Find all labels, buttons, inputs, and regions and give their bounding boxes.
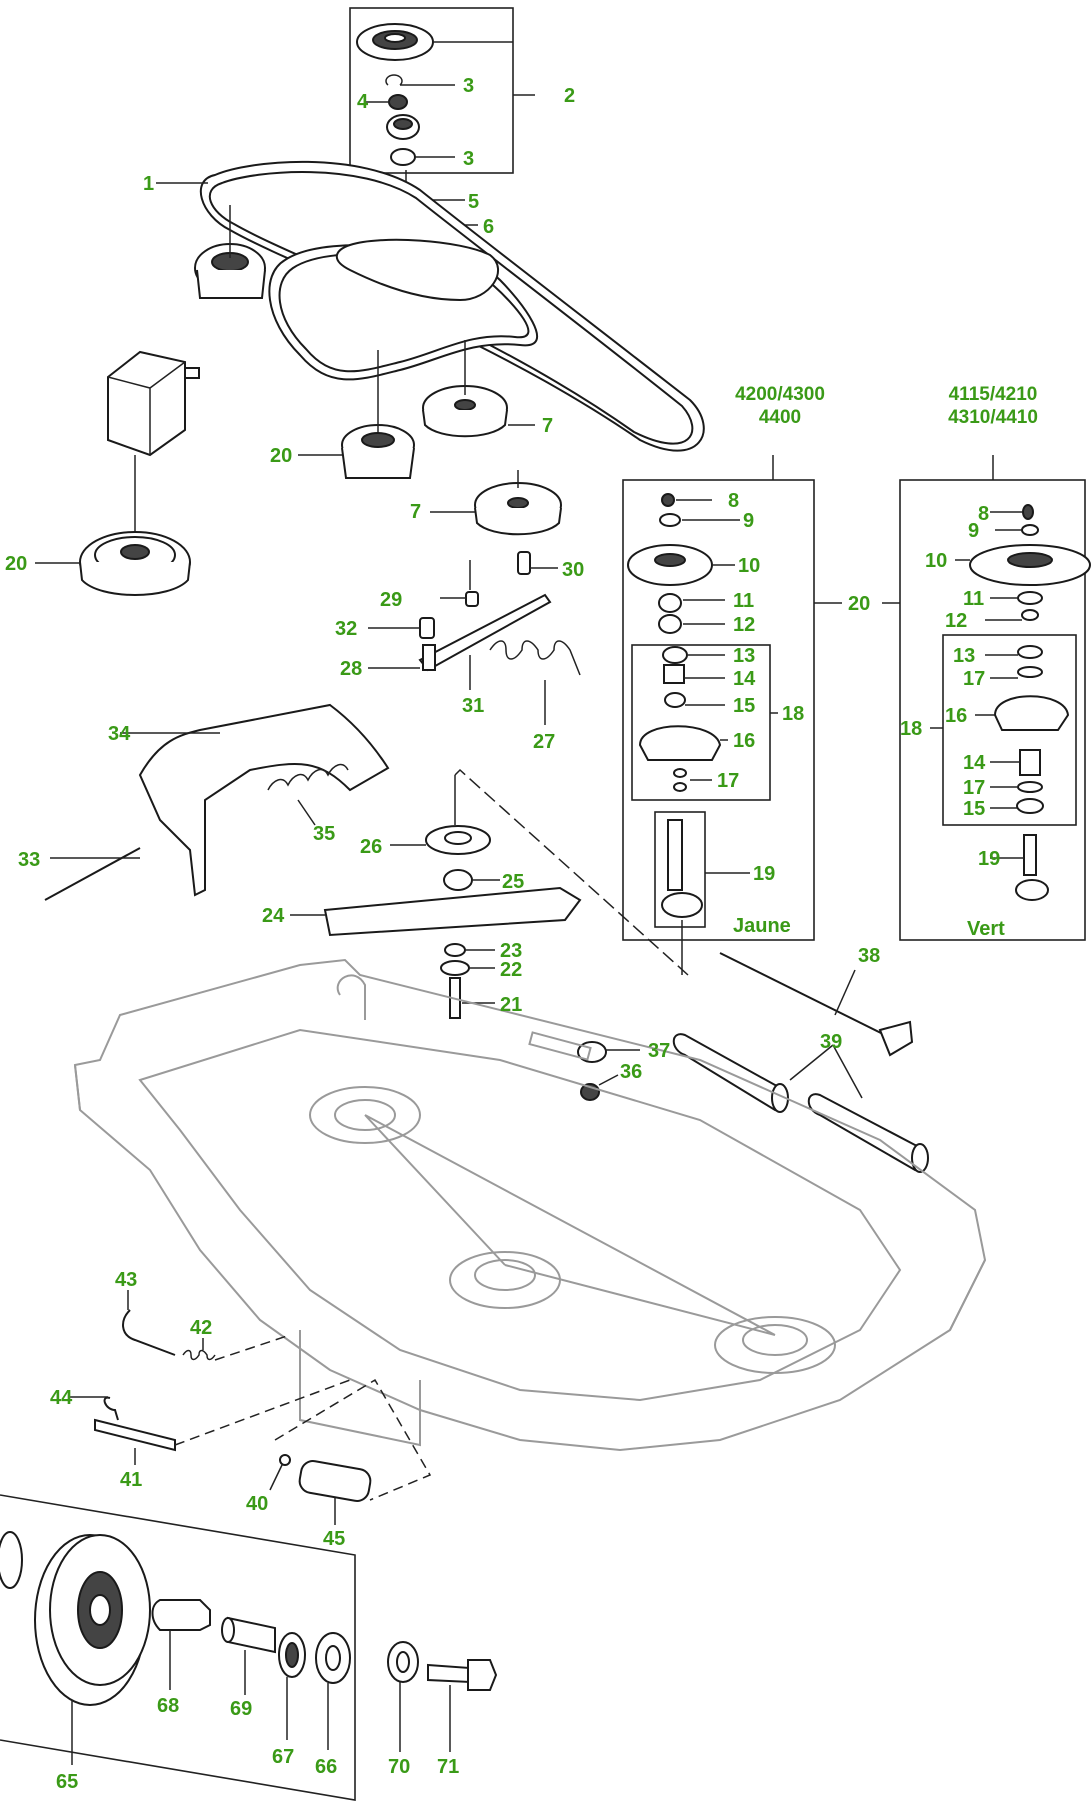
callout-5: 5	[468, 191, 479, 213]
callout-labels: 4200/4300 4400 4115/4210 4310/4410 Jaune…	[5, 75, 1038, 1793]
callout-a17: 17	[717, 770, 739, 792]
callout-25: 25	[502, 871, 524, 893]
callout-35: 35	[313, 823, 335, 845]
callout-b13: 13	[953, 645, 975, 667]
callout-a16: 16	[733, 730, 755, 752]
callout-b12: 12	[945, 610, 967, 632]
callout-21: 21	[500, 994, 522, 1016]
callout-b19: 19	[978, 848, 1000, 870]
callout-69: 69	[230, 1698, 252, 1720]
callout-36: 36	[620, 1061, 642, 1083]
callout-4: 4	[357, 91, 369, 113]
group-b-header-line1: 4115/4210	[949, 384, 1038, 405]
callout-b14: 14	[963, 752, 986, 774]
callout-43: 43	[115, 1269, 137, 1291]
callout-b11: 11	[963, 588, 984, 610]
callout-7b: 7	[410, 501, 421, 523]
callout-20c: 20	[848, 593, 870, 615]
callout-a18: 18	[782, 703, 804, 725]
callout-28: 28	[340, 658, 362, 680]
callout-27: 27	[533, 731, 555, 753]
gearbox	[107, 350, 200, 540]
idler-arm	[368, 560, 581, 725]
callout-3b: 3	[463, 148, 474, 170]
spindle-assembly-a	[622, 455, 900, 975]
callout-20b: 20	[5, 553, 27, 575]
drive-belts	[156, 160, 705, 452]
callout-70: 70	[388, 1756, 410, 1778]
callout-24: 24	[262, 905, 285, 927]
idler-pulley-left	[194, 205, 266, 299]
callout-a11: 11	[733, 590, 754, 612]
callout-b16: 16	[945, 705, 967, 727]
lift-linkage	[70, 1290, 432, 1525]
callout-42: 42	[190, 1317, 212, 1339]
group-a-color-note: Jaune	[733, 915, 791, 937]
group-a-header-line1: 4200/4300	[735, 384, 825, 405]
callout-23: 23	[500, 940, 522, 962]
callout-a14: 14	[733, 668, 756, 690]
callout-6: 6	[483, 216, 494, 238]
callout-32: 32	[335, 618, 357, 640]
callout-41: 41	[120, 1469, 142, 1491]
group-b-color-note: Vert	[967, 918, 1005, 940]
callout-65: 65	[56, 1771, 78, 1793]
callout-b18: 18	[900, 718, 922, 740]
callout-29: 29	[380, 589, 402, 611]
callout-a8: 8	[728, 490, 739, 512]
idler-pulley-7-lower	[430, 470, 562, 575]
callout-44: 44	[50, 1387, 73, 1409]
gearbox-pulley	[35, 531, 191, 596]
callout-31: 31	[462, 695, 484, 717]
callout-a13: 13	[733, 645, 755, 667]
callout-45: 45	[323, 1528, 345, 1550]
blade-assembly	[290, 768, 689, 1019]
callout-33: 33	[18, 849, 40, 871]
idler-pulley-7-upper	[422, 340, 535, 438]
callout-66: 66	[315, 1756, 337, 1778]
callout-68: 68	[157, 1695, 179, 1717]
callout-37: 37	[648, 1040, 670, 1062]
callout-38: 38	[858, 945, 880, 967]
callout-1: 1	[143, 173, 154, 195]
callout-b8: 8	[978, 503, 989, 525]
callout-26: 26	[360, 836, 382, 858]
callout-b17a: 17	[963, 668, 985, 690]
gauge-wheel-kit	[0, 1494, 498, 1801]
mower-deck	[73, 958, 987, 1452]
callout-a9: 9	[743, 510, 754, 532]
group-b-header-line2: 4310/4410	[948, 407, 1038, 428]
callout-39: 39	[820, 1031, 842, 1053]
callout-20a: 20	[270, 445, 292, 467]
spindle-assembly-b	[899, 455, 1091, 941]
callout-67: 67	[272, 1746, 294, 1768]
callout-3a: 3	[463, 75, 474, 97]
callout-b9: 9	[968, 520, 979, 542]
callout-b10: 10	[925, 550, 947, 572]
callout-40: 40	[246, 1493, 268, 1515]
callout-b15: 15	[963, 798, 985, 820]
callout-a15: 15	[733, 695, 755, 717]
callout-71: 71	[437, 1756, 459, 1778]
discharge-chute	[44, 703, 390, 901]
callout-34: 34	[108, 723, 131, 745]
callout-a19: 19	[753, 863, 775, 885]
callout-30: 30	[562, 559, 584, 581]
callout-7a: 7	[542, 415, 553, 437]
group-a-header-line2: 4400	[759, 407, 801, 428]
callout-2: 2	[564, 85, 575, 107]
callout-a10: 10	[738, 555, 760, 577]
callout-b17b: 17	[963, 777, 985, 799]
callout-22: 22	[500, 959, 522, 981]
callout-a12: 12	[733, 614, 755, 636]
spindle-pulley-20-center	[298, 350, 415, 479]
